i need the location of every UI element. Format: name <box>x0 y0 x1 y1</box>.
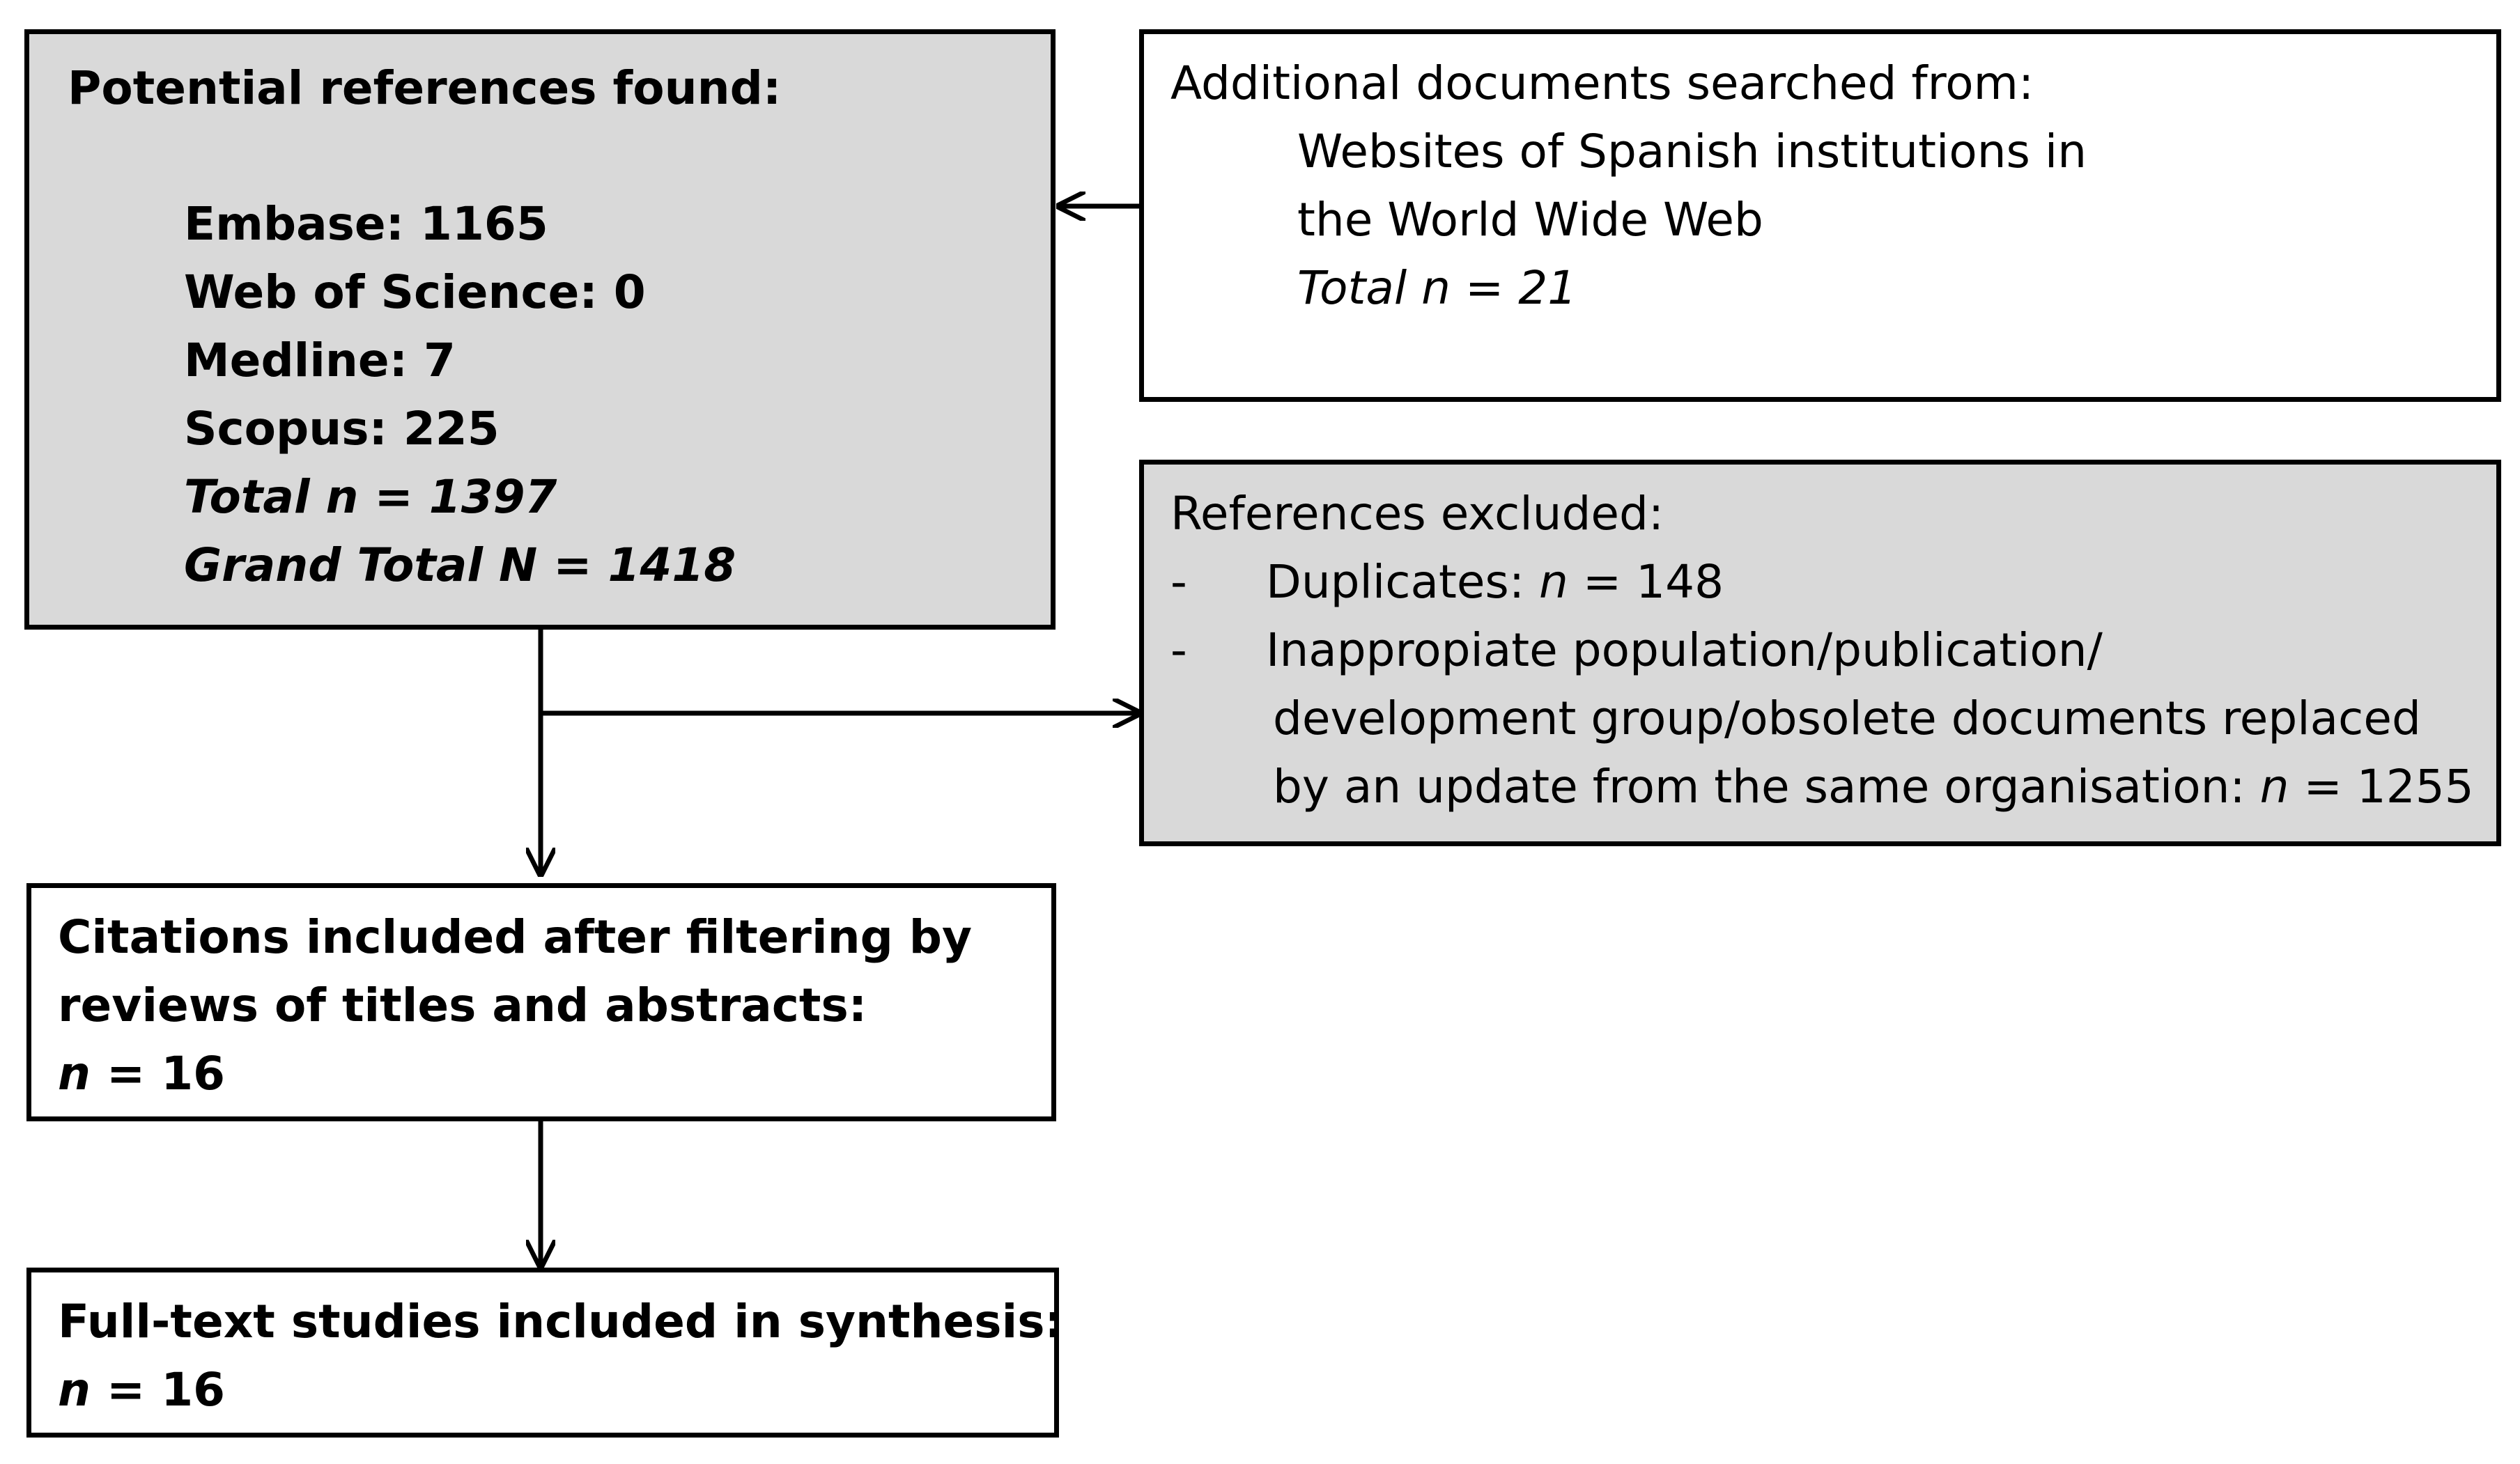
citations-value: = 16 <box>91 1047 226 1100</box>
additional-title: Additional documents searched from: <box>1170 56 2034 110</box>
potential-title: Potential references found: <box>68 61 782 115</box>
excluded-duplicates: Duplicates: n = 148 <box>1266 559 1724 605</box>
duplicates-value: = 148 <box>1568 555 1724 609</box>
additional-source-line2: the World Wide Web <box>1297 193 1763 247</box>
additional-source-line1: Websites of Spanish institutions in <box>1297 125 2087 178</box>
medline-count: Medline: 7 <box>184 334 456 387</box>
potential-grand-total: Grand Total N = 1418 <box>184 538 736 592</box>
excluded-inappropriate-line2: development group/obsolete documents rep… <box>1273 692 2421 745</box>
potential-references-box: Potential references found: Embase: 1165… <box>24 29 1056 630</box>
scopus-count: Scopus: 225 <box>184 402 500 455</box>
inappropriate-text: by an update from the same organisation: <box>1273 760 2260 813</box>
excluded-inappropriate-line1: Inappropiate population/publication/ <box>1266 623 2103 677</box>
duplicates-n: n <box>1539 555 1568 609</box>
fulltext-count: n = 16 <box>58 1367 225 1413</box>
fulltext-value: = 16 <box>91 1363 226 1417</box>
references-excluded-box: References excluded: - Duplicates: n = 1… <box>1139 460 2501 846</box>
excluded-title: References excluded: <box>1170 487 1664 540</box>
excluded-dash-2: - <box>1170 623 1187 677</box>
excluded-inappropriate-line3: by an update from the same organisation:… <box>1273 764 2474 810</box>
inappropriate-n: n <box>2259 760 2289 813</box>
embase-count: Embase: 1165 <box>184 197 548 251</box>
fulltext-line1: Full-text studies included in synthesis: <box>58 1295 1063 1348</box>
citations-count: n = 16 <box>58 1051 225 1097</box>
citations-n: n <box>58 1047 91 1100</box>
citations-included-box: Citations included after filtering by re… <box>26 883 1056 1121</box>
citations-line2: reviews of titles and abstracts: <box>58 979 867 1032</box>
fulltext-n: n <box>58 1363 91 1417</box>
duplicates-label: Duplicates: <box>1266 555 1540 609</box>
additional-documents-box: Additional documents searched from: Webs… <box>1139 29 2501 402</box>
excluded-dash-1: - <box>1170 555 1187 609</box>
additional-total: Total n = 21 <box>1297 261 1577 315</box>
potential-total: Total n = 1397 <box>184 470 557 524</box>
inappropriate-value: = 1255 <box>2289 760 2474 813</box>
fulltext-studies-box: Full-text studies included in synthesis:… <box>26 1268 1063 1438</box>
citations-line1: Citations included after filtering by <box>58 910 973 964</box>
wos-count: Web of Science: 0 <box>184 265 646 319</box>
